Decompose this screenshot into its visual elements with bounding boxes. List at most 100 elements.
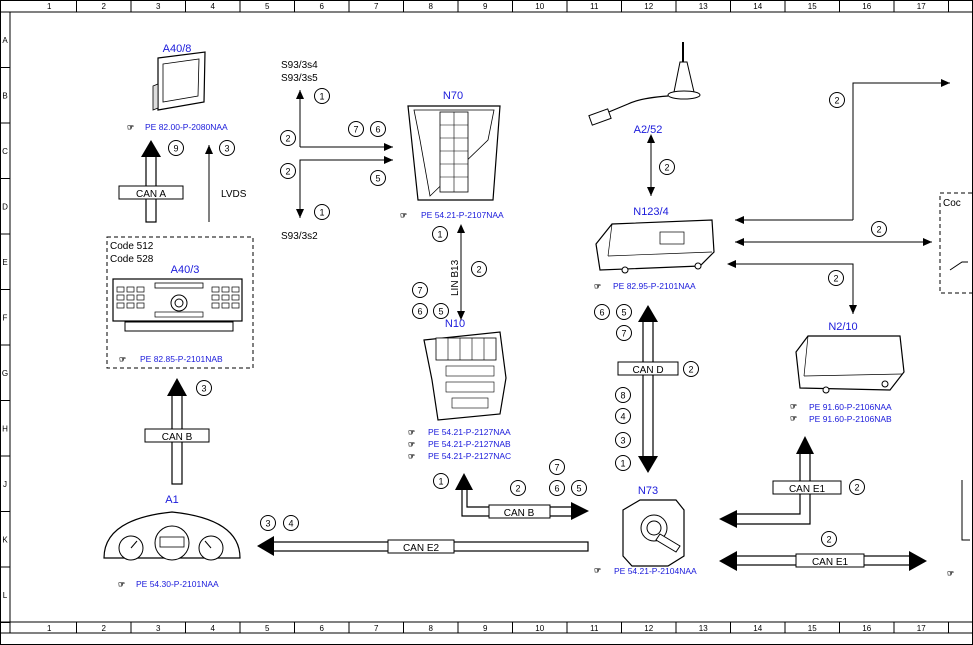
grid-column-label: 12 <box>644 2 653 11</box>
can-e1-top-label: CAN E1 <box>789 484 826 495</box>
n73-ref[interactable]: PE 54.21-P-2104NAA <box>614 566 697 576</box>
grid-column-label: 13 <box>699 624 708 633</box>
a40-3-head-unit-icon <box>112 278 243 332</box>
marker: 2 <box>849 479 865 495</box>
svg-text:3: 3 <box>620 436 625 446</box>
svg-text:2: 2 <box>826 535 831 545</box>
svg-text:☞: ☞ <box>790 402 797 411</box>
a40-3-ref[interactable]: PE 82.85-P-2101NAB <box>140 354 223 364</box>
s93-lines <box>296 90 393 218</box>
grid-column-label: 6 <box>320 2 325 11</box>
svg-text:1: 1 <box>319 92 324 102</box>
grid-column-label: 17 <box>917 624 926 633</box>
svg-text:8: 8 <box>620 391 625 401</box>
n10-fuse-box-icon <box>423 331 507 421</box>
grid-column-label: 2 <box>102 2 107 11</box>
grid-row-label: J <box>3 480 7 489</box>
a1-name: A1 <box>165 494 178 506</box>
marker: 2 <box>683 361 699 377</box>
ref-icon: ☞ <box>400 211 407 220</box>
svg-text:☞: ☞ <box>408 440 415 449</box>
marker: 1 <box>314 88 330 104</box>
grid-row-label: A <box>2 36 8 45</box>
marker: 1 <box>433 473 449 489</box>
svg-text:7: 7 <box>417 286 422 296</box>
n73-name: N73 <box>638 485 658 497</box>
can-b-left-label: CAN B <box>162 432 193 443</box>
marker: 5 <box>433 303 449 319</box>
marker: 1 <box>314 204 330 220</box>
grid-column-label: 4 <box>211 624 216 633</box>
marker: 5 <box>571 480 587 496</box>
svg-text:5: 5 <box>438 307 443 317</box>
s93-3s2-label: S93/3s2 <box>281 231 318 242</box>
svg-text:7: 7 <box>353 125 358 135</box>
marker: 7 <box>616 325 632 341</box>
marker: 2 <box>828 270 844 286</box>
marker: 2 <box>829 92 845 108</box>
n10-ref1[interactable]: PE 54.21-P-2127NAA <box>428 427 511 437</box>
grid-column-label: 14 <box>753 624 762 633</box>
marker: 3 <box>615 432 631 448</box>
grid-column-label: 5 <box>265 2 270 11</box>
marker: 4 <box>615 408 631 424</box>
a1-instrument-cluster-icon <box>103 511 241 561</box>
grid-column-label: 17 <box>917 2 926 11</box>
n2-10-ref1[interactable]: PE 91.60-P-2106NAA <box>809 402 892 412</box>
grid-column-label: 16 <box>862 2 871 11</box>
s93-3s5-label: S93/3s5 <box>281 73 318 84</box>
a2-52-name: A2/52 <box>634 124 663 136</box>
grid-row-label: G <box>2 369 8 378</box>
svg-text:1: 1 <box>620 459 625 469</box>
grid-column-label: 1 <box>47 2 52 11</box>
can-e2-label: CAN E2 <box>403 543 440 554</box>
a40-3-name: A40/3 <box>171 264 200 276</box>
can-e1-bottom-label: CAN E1 <box>812 557 849 568</box>
svg-text:9: 9 <box>173 144 178 154</box>
svg-text:5: 5 <box>576 484 581 494</box>
n123-4-lines <box>727 79 950 314</box>
grid-column-label: 12 <box>644 624 653 633</box>
ref-icon: ☞ <box>594 566 601 575</box>
svg-text:5: 5 <box>621 308 626 318</box>
grid-column-label: 14 <box>753 2 762 11</box>
grid-column-label: 16 <box>862 624 871 633</box>
svg-text:7: 7 <box>621 329 626 339</box>
a40-3-code1: Code 512 <box>110 241 154 252</box>
n70-ref[interactable]: PE 54.21-P-2107NAA <box>421 210 504 220</box>
grid-column-label: 4 <box>211 2 216 11</box>
n70-overhead-panel-icon <box>407 105 501 201</box>
n10-ref3[interactable]: PE 54.21-P-2127NAC <box>428 451 511 461</box>
svg-text:1: 1 <box>438 477 443 487</box>
s93-3s4-label: S93/3s4 <box>281 60 318 71</box>
n123-4-ref[interactable]: PE 82.95-P-2101NAA <box>613 281 696 291</box>
svg-text:6: 6 <box>599 308 604 318</box>
ref-icon: ☞ <box>119 355 126 364</box>
n10-ref2[interactable]: PE 54.21-P-2127NAB <box>428 439 511 449</box>
n2-10-ref2[interactable]: PE 91.60-P-2106NAB <box>809 414 892 424</box>
grid-column-label: 13 <box>699 2 708 11</box>
ref-icon: ☞ <box>118 580 125 589</box>
a2-52-antenna-icon <box>588 42 701 126</box>
can-a-label: CAN A <box>136 189 166 200</box>
marker: 2 <box>821 531 837 547</box>
n70-name: N70 <box>443 90 463 102</box>
can-d-label: CAN D <box>632 365 663 376</box>
grid-row-label: L <box>3 591 8 600</box>
can-e1-upper-bus <box>719 436 842 528</box>
grid-column-label: 15 <box>808 624 817 633</box>
svg-text:2: 2 <box>834 96 839 106</box>
svg-text:2: 2 <box>833 274 838 284</box>
svg-text:6: 6 <box>417 307 422 317</box>
a40-3-code-box <box>106 236 254 369</box>
grid-column-label: 1 <box>47 624 52 633</box>
lvds-label: LVDS <box>221 189 247 200</box>
can-d-bus <box>617 305 679 473</box>
ref-icon: ☞ <box>127 123 134 132</box>
a40-8-ref[interactable]: PE 82.00-P-2080NAA <box>145 122 228 132</box>
grid-column-label: 7 <box>374 2 379 11</box>
svg-text:2: 2 <box>476 265 481 275</box>
a1-ref[interactable]: PE 54.30-P-2101NAA <box>136 579 219 589</box>
n73-ignition-switch-icon <box>622 499 685 567</box>
grid-column-label: 9 <box>483 2 488 11</box>
